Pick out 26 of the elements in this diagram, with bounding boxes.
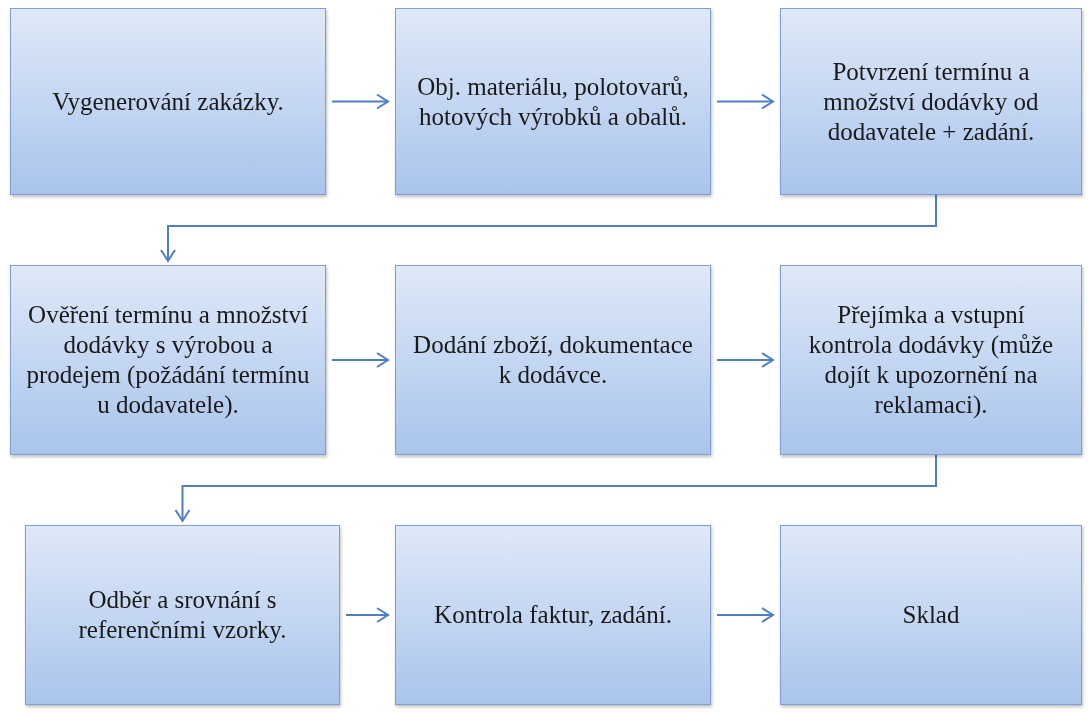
box-text: Odběr a srovnání s referenčními vzorky.: [77, 585, 288, 645]
arrow: [331, 352, 389, 368]
arrow: [160, 194, 937, 262]
process-box: [10, 8, 326, 195]
arrow: [716, 352, 774, 368]
process-box: [780, 265, 1082, 455]
box-text: Vygenerování zakázky.: [52, 86, 284, 117]
box-text: Dodání zboží, dokumentace k dodávce.: [412, 330, 694, 390]
box-text: Kontrola faktur, zadání.: [434, 600, 672, 630]
arrow: [716, 93, 774, 110]
box-text: Obj. materiálu, polotovarů, hotových výrobků a obalů.: [416, 71, 690, 132]
box-text: Sklad: [902, 600, 960, 630]
box-text: Přejímka a vstupní kontrola dodávky (může dojít k upozornění na reklamaci).: [807, 300, 1055, 420]
arrow: [174, 454, 937, 522]
process-box: [395, 525, 711, 705]
process-box: [10, 265, 326, 455]
arrow: [716, 607, 774, 623]
process-box: [395, 265, 711, 455]
process-box: [395, 8, 711, 195]
process-box: [780, 8, 1082, 195]
process-box: [780, 525, 1082, 705]
arrow: [331, 93, 389, 110]
process-box: [25, 525, 340, 705]
box-text: Potvrzení termínu a množství dodávky od dodavatele + zadání.: [822, 56, 1040, 147]
box-text: Ověření termínu a množství dodávky s výrobou a prodejem (požádání termínu u dodavatele).: [25, 300, 311, 420]
arrow: [345, 607, 389, 623]
